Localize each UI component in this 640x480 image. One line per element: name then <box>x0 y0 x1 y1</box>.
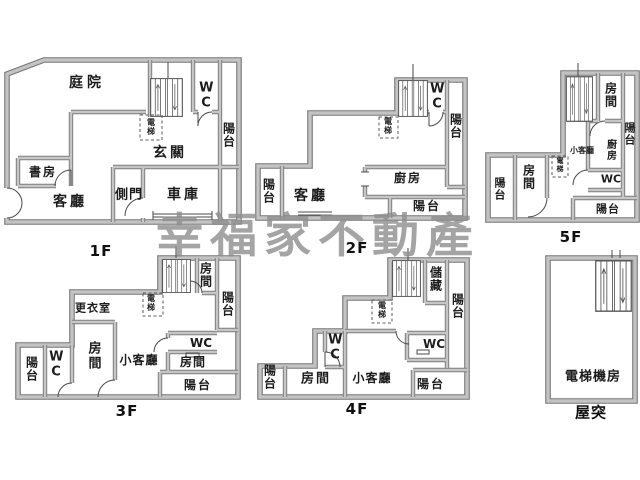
floor-label-3f: 3F <box>115 402 139 420</box>
floorplan-1f <box>7 60 239 222</box>
floor-label-rooftop: 屋突 <box>574 403 608 422</box>
floor-label-5f: 5F <box>559 228 583 246</box>
floor-label-1f: 1F <box>89 242 113 260</box>
floor-label-4f: 4F <box>345 400 369 418</box>
floorplan-5f <box>488 63 637 220</box>
floorplan-2f <box>258 64 465 218</box>
watermark: 幸福家不動產 <box>156 209 480 264</box>
floorplan-3f <box>18 246 238 397</box>
floorplan-4f <box>260 248 467 397</box>
floorplan-rooftop <box>548 250 635 401</box>
floor-label-2f: 2F <box>345 239 369 257</box>
